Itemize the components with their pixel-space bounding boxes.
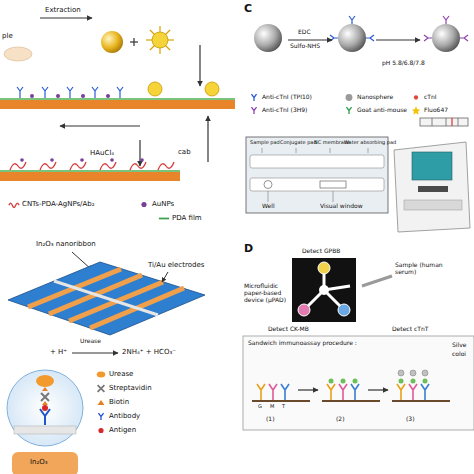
enzyme-label: Urease [80,338,101,345]
legend-text: Anti-cTnI (TPI10) [262,94,312,101]
zone-letter: M [270,404,274,410]
part-label: Conjugate pad [280,140,317,146]
legend-text: Fluo647 [424,107,448,114]
legend-text: cTnI [424,94,437,101]
panel-b-art [7,252,205,474]
panel-d-art [243,258,474,430]
part-label: Sample pad [250,140,280,146]
legend-icon [248,93,260,102]
legend-text: Biotin [109,399,129,407]
legend-text: Streptavidin [109,385,152,393]
device-label: Microfluidic paper-based device (μPAD) [244,283,289,304]
reagent-label: Sulfo-NHS [290,43,320,50]
reaction-text: + H⁺ [50,348,67,356]
legend-icon [138,200,150,209]
legend-item: Goat anti-mouse [343,106,407,115]
legend-text: Antibody [109,413,140,421]
legend-item: Antigen [95,426,136,435]
procedure-title: Sandwich immunoassay procedure : [248,340,357,347]
note-text: coloi [452,351,466,358]
zone-label: Detect CK-MB [268,326,309,333]
panel-letter: D [244,243,253,256]
legend-text: Urease [109,371,133,379]
part-label: Visual window [320,203,363,210]
legend-item: AuNPs [138,200,174,209]
legend-icon [248,106,260,115]
legend-text: Goat anti-mouse [357,107,407,114]
legend-text: PDA film [172,215,202,223]
legend-item: Nanosphere [343,93,393,102]
part-label: Ti/Au electrodes [148,261,204,269]
sample-label: Sample (human serum) [395,262,457,276]
step-label: Extraction [45,6,81,14]
legend-icon [95,370,107,379]
legend-icon [8,200,20,209]
legend-icon [95,398,107,407]
step-label: ple [2,32,13,40]
reagent-label: cab [178,148,191,156]
legend-item: Streptavidin [95,384,152,393]
legend-item: CNTs-PDA-AgNPs/Ab₂ [8,200,95,209]
part-label: Water absorbing pad [344,140,396,146]
legend-item: Urease [95,370,133,379]
legend-icon [343,106,355,115]
reaction-text: 2NH₄⁺ + HCO₃⁻ [122,348,176,356]
legend-item: PDA film [158,214,202,223]
legend-icon [95,384,107,393]
legend-item: Anti-cTnI (TPI10) [248,93,312,102]
legend-icon [343,93,355,102]
legend-item: Antibody [95,412,140,421]
zone-letter: G [258,404,262,410]
legend-item: Anti-cTnI (3H9) [248,106,307,115]
legend-item: cTnI [410,93,437,102]
panel-a-art [0,18,235,181]
step-number: (3) [406,416,415,423]
legend-item: Biotin [95,398,129,407]
condition-label: pH 5.8/6.8/7.8 [382,60,425,67]
step-number: (2) [336,416,345,423]
reagent-label: EDC [298,29,311,36]
part-label: Well [262,203,275,210]
legend-icon [158,214,170,223]
step-number: (1) [266,416,275,423]
legend-text: CNTs-PDA-AgNPs/Ab₂ [22,201,95,209]
legend-text: Nanosphere [357,94,393,101]
part-label: In₂O₃ nanoribbon [36,240,96,248]
panel-letter: C [244,3,252,16]
note-text: Silve [452,342,466,349]
legend-text: Anti-cTnI (3H9) [262,107,307,114]
panel-c-art [246,16,470,232]
legend-text: Antigen [109,427,136,435]
legend-text: AuNPs [152,201,174,209]
legend-item: Fluo647 [410,106,448,115]
reagent-label: HAuCl₄ [90,149,114,157]
legend-icon [410,93,422,102]
legend-icon [95,426,107,435]
part-label: In₂O₃ [30,458,48,466]
zone-letter: T [282,404,285,410]
legend-icon [410,106,422,115]
zone-label: Detect GPBB [302,248,340,255]
zone-label: Detect cTnT [392,326,428,333]
legend-icon [95,412,107,421]
